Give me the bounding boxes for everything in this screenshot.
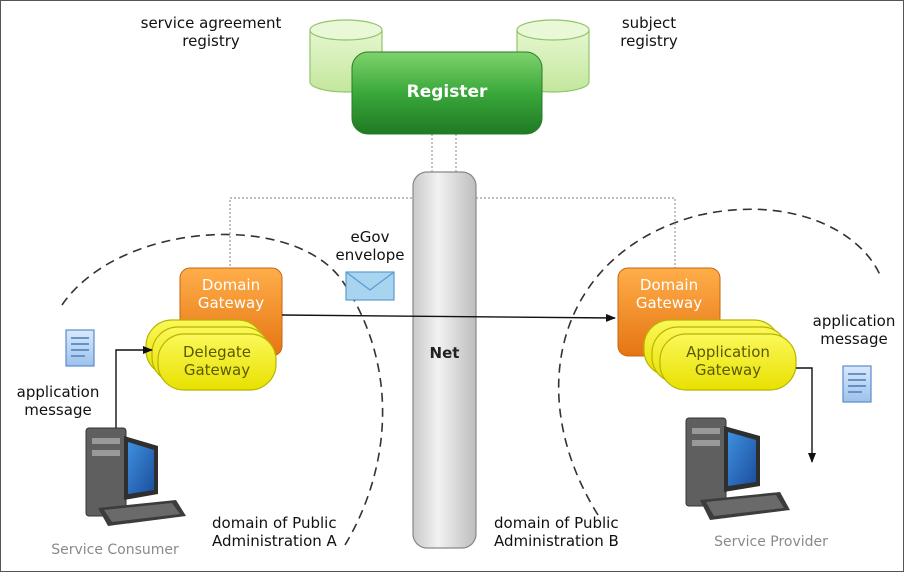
service-agreement-registry-label: service agreement registry <box>140 14 282 50</box>
consumer-to-gateway-arrow <box>115 346 153 430</box>
application-gateway-label: Application Gateway <box>686 343 770 379</box>
domain-gateway-left-label: Domain Gateway <box>197 276 265 312</box>
delegate-gateway-stack <box>145 319 277 391</box>
application-gateway-stack <box>643 319 797 391</box>
computer-icon <box>85 427 186 526</box>
gateway-to-provider-arrow <box>796 367 816 463</box>
domain-a-boundary <box>61 233 384 546</box>
register-connections <box>229 130 676 272</box>
egov-envelope-label: eGov envelope <box>335 228 405 264</box>
domain-gateway-right-label: Domain Gateway <box>635 276 703 312</box>
delegate-gateway-label: Delegate Gateway <box>183 343 251 379</box>
domain-a-label: domain of Public Administration A <box>212 514 337 550</box>
register-title: Register <box>406 82 488 102</box>
document-icon <box>842 365 872 403</box>
envelope-icon <box>345 271 395 301</box>
message-flow-arrow <box>281 313 616 322</box>
application-message-right-label: application message <box>812 312 896 348</box>
service-consumer-label: Service Consumer <box>51 542 179 558</box>
subject-registry-label: subject registry <box>620 14 678 50</box>
service-provider-label: Service Provider <box>714 534 828 550</box>
domain-b-label: domain of Public Administration B <box>494 514 619 550</box>
computer-icon <box>685 417 790 520</box>
register-box <box>351 51 543 135</box>
net-column <box>412 171 477 549</box>
net-label: Net <box>429 344 460 362</box>
document-icon <box>65 329 95 367</box>
application-message-left-label: application message <box>16 383 100 419</box>
domain-b-boundary <box>557 208 881 516</box>
